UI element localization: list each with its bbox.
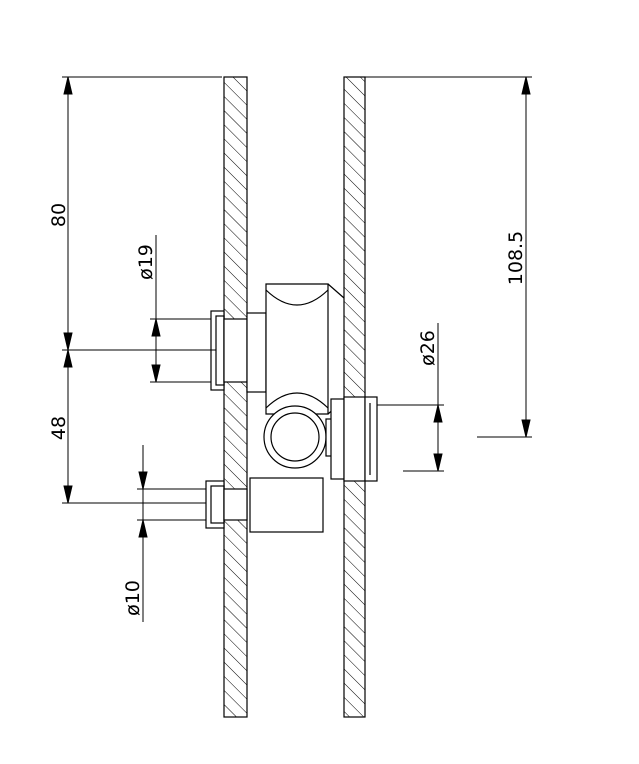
pulley-wheel	[265, 283, 345, 415]
dia-10-label: ø10	[122, 580, 144, 616]
upper-fitting	[210, 310, 267, 393]
left-wall	[223, 76, 248, 718]
dim-80-label: 80	[48, 203, 70, 227]
dim-48-label: 48	[48, 416, 70, 440]
pipe-ring	[263, 405, 345, 469]
dia-19-label: ø19	[135, 244, 157, 280]
dim-108-5-label: 108.5	[505, 231, 527, 285]
dim108-dimension	[365, 76, 532, 438]
left-dimension-lines	[62, 76, 222, 504]
lower-fitting	[205, 477, 324, 533]
right-fitting	[330, 396, 378, 482]
dia26-dimension	[377, 323, 444, 472]
dia10-dimension	[137, 445, 206, 622]
dia19-dimension	[150, 235, 211, 383]
dia-26-label: ø26	[417, 330, 439, 366]
